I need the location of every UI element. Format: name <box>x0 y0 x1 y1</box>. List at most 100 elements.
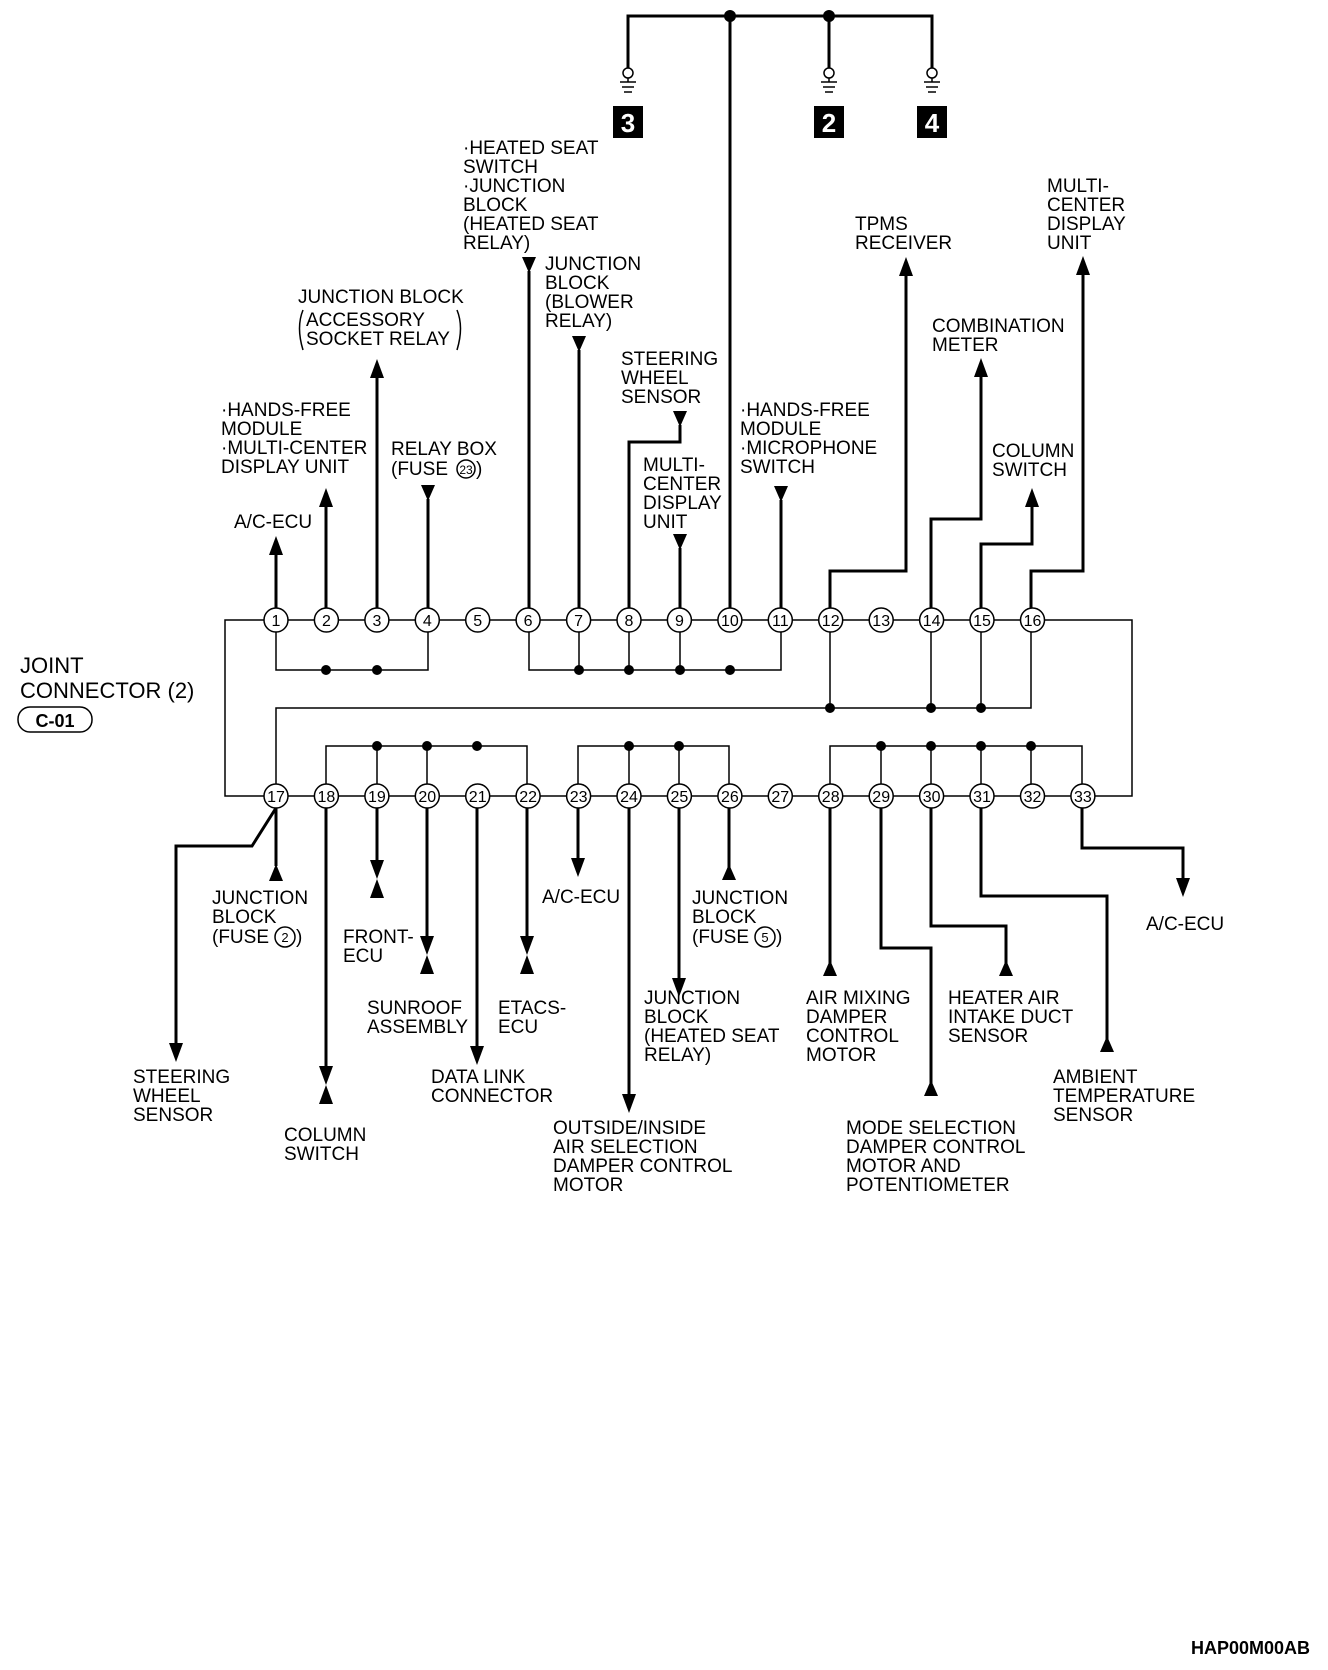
pin-number: 4 <box>423 613 432 630</box>
svg-text:BLOCK: BLOCK <box>692 907 757 928</box>
svg-text:A/C-ECU: A/C-ECU <box>1146 914 1224 935</box>
connector-pin: 16 <box>1019 607 1046 633</box>
pin-number: 29 <box>872 789 890 806</box>
svg-text:SUNROOF: SUNROOF <box>367 998 462 1019</box>
pin-number: 1 <box>272 613 281 630</box>
svg-text:DATA LINK: DATA LINK <box>431 1067 526 1088</box>
svg-text:MOTOR: MOTOR <box>553 1175 623 1196</box>
wire-pin-28 <box>823 808 837 976</box>
svg-text:(HEATED SEAT: (HEATED SEAT <box>463 214 599 235</box>
svg-text:COMBINATION: COMBINATION <box>932 316 1065 337</box>
pin-number: 14 <box>923 613 941 630</box>
connector-pin: 5 <box>464 607 491 633</box>
svg-text:BLOCK: BLOCK <box>212 907 277 928</box>
pin-number: 26 <box>721 789 739 806</box>
svg-text:TPMS: TPMS <box>855 214 908 235</box>
svg-text:): ) <box>776 927 782 948</box>
svg-text:SENSOR: SENSOR <box>1053 1105 1133 1126</box>
label-pin-2: ·HANDS-FREE MODULE ·MULTI-CENTER DISPLAY… <box>221 400 367 478</box>
ground-number-badge: 3 <box>613 106 643 138</box>
svg-text:): ) <box>476 459 482 480</box>
label-pin-17-steering: STEERING WHEEL SENSOR <box>133 1067 230 1126</box>
svg-text:AIR MIXING: AIR MIXING <box>806 988 911 1009</box>
connector-pin: 11 <box>767 607 794 633</box>
svg-text:CONTROL: CONTROL <box>806 1026 899 1047</box>
label-pin-3: JUNCTION BLOCK ACCESSORY SOCKET RELAY <box>298 287 464 351</box>
label-pin-24: OUTSIDE/INSIDE AIR SELECTION DAMPER CONT… <box>553 1118 732 1196</box>
pin-number: 28 <box>822 789 840 806</box>
svg-text:23: 23 <box>459 463 473 477</box>
svg-text:C-01: C-01 <box>35 711 74 731</box>
bus-bar-pins-28-33 <box>829 741 1083 796</box>
pin-number: 21 <box>469 789 487 806</box>
label-pin-19: FRONT- ECU <box>343 927 414 967</box>
wire-pin-22 <box>520 808 534 974</box>
pin-number: 5 <box>473 613 482 630</box>
svg-text:MODULE: MODULE <box>221 419 302 440</box>
pin-number: 23 <box>570 789 588 806</box>
label-pin-25: JUNCTION BLOCK (HEATED SEAT RELAY) <box>644 988 780 1066</box>
pin-number: 25 <box>671 789 689 806</box>
svg-text:RELAY BOX: RELAY BOX <box>391 439 497 460</box>
connector-pin: 20 <box>414 783 441 809</box>
wire-pin-12 <box>828 257 913 608</box>
svg-text:·MICROPHONE: ·MICROPHONE <box>740 438 877 459</box>
label-pin-4: RELAY BOX (FUSE 23 ) <box>391 439 497 480</box>
connector-pin: 33 <box>1070 783 1096 809</box>
svg-text:2: 2 <box>822 108 836 138</box>
bus-bar-pins-12-17 <box>275 620 1032 796</box>
label-pin-11: ·HANDS-FREE MODULE ·MICROPHONE SWITCH <box>740 400 877 478</box>
svg-text:INTAKE DUCT: INTAKE DUCT <box>948 1007 1074 1028</box>
pin-number: 27 <box>771 789 789 806</box>
connector-pin: 30 <box>918 783 945 809</box>
connector-pin: 31 <box>969 783 995 809</box>
svg-text:POTENTIOMETER: POTENTIOMETER <box>846 1175 1010 1196</box>
svg-text:BLOCK: BLOCK <box>644 1007 709 1028</box>
label-pin-14: COMBINATION METER <box>932 316 1065 356</box>
wire-pin-24 <box>622 808 636 1113</box>
connector-pin: 29 <box>868 783 894 809</box>
wire-pin-26 <box>722 808 736 880</box>
connector-pin: 26 <box>717 783 743 809</box>
svg-text:SENSOR: SENSOR <box>133 1105 213 1126</box>
pin-number: 7 <box>574 613 583 630</box>
svg-text:(BLOWER: (BLOWER <box>545 292 634 313</box>
pin-number: 6 <box>524 613 533 630</box>
pin-number: 17 <box>267 789 285 806</box>
connector-pin: 32 <box>1019 783 1046 809</box>
svg-text:RELAY): RELAY) <box>644 1045 711 1066</box>
svg-text:CENTER: CENTER <box>643 474 721 495</box>
connector-label: JOINT CONNECTOR (2) C-01 <box>17 653 194 733</box>
ground-number-badge: 4 <box>917 106 947 138</box>
svg-text:DAMPER: DAMPER <box>806 1007 887 1028</box>
svg-text:UNIT: UNIT <box>1047 233 1092 254</box>
svg-text:CONNECTOR (2): CONNECTOR (2) <box>20 678 194 703</box>
connector-pin: 24 <box>616 783 642 809</box>
wire-pin-25 <box>672 808 686 997</box>
svg-text:OUTSIDE/INSIDE: OUTSIDE/INSIDE <box>553 1118 706 1139</box>
svg-text:5: 5 <box>761 930 768 945</box>
svg-text:·HANDS-FREE: ·HANDS-FREE <box>740 400 870 421</box>
wire-pin-4 <box>421 485 435 608</box>
wire-pin-8 <box>627 411 687 608</box>
label-pin-20: SUNROOF ASSEMBLY <box>367 998 468 1038</box>
svg-text:·HEATED SEAT: ·HEATED SEAT <box>463 138 599 159</box>
label-pin-15: COLUMN SWITCH <box>992 441 1074 481</box>
svg-text:BLOCK: BLOCK <box>545 273 610 294</box>
pin-number: 10 <box>721 613 739 630</box>
wire-pin-19 <box>370 808 384 898</box>
svg-text:RECEIVER: RECEIVER <box>855 233 952 254</box>
pin-number: 33 <box>1074 789 1092 806</box>
pin-number: 11 <box>772 613 789 630</box>
connector-pin: 3 <box>364 607 390 633</box>
wire-pin-1 <box>269 536 283 608</box>
label-pin-26: JUNCTION BLOCK (FUSE 5 ) <box>692 888 788 948</box>
pin-number: 12 <box>822 613 840 630</box>
connector-pin: 7 <box>565 607 592 633</box>
pin-number: 24 <box>620 789 638 806</box>
svg-text:FRONT-: FRONT- <box>343 927 414 948</box>
connector-pin: 4 <box>414 607 441 633</box>
pin-number: 9 <box>675 613 684 630</box>
label-pin-16: MULTI- CENTER DISPLAY UNIT <box>1047 176 1126 254</box>
svg-text:JOINT: JOINT <box>20 653 84 678</box>
